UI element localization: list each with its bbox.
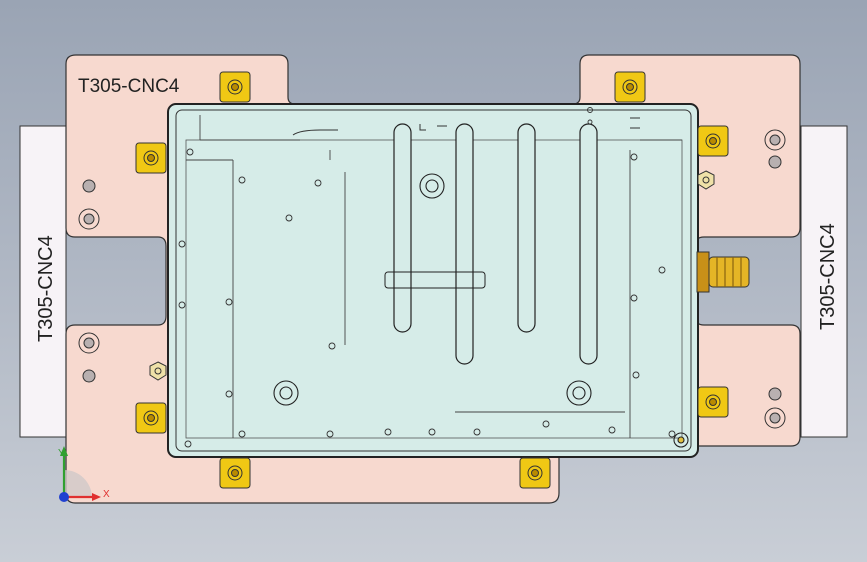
slot-crossbar xyxy=(384,271,486,289)
clamp xyxy=(135,402,167,434)
clamp xyxy=(219,71,251,103)
hole xyxy=(769,412,781,424)
clamps xyxy=(135,71,729,489)
boss xyxy=(273,380,299,406)
slot xyxy=(455,123,474,365)
hex-nut xyxy=(697,170,715,190)
left-side-bar xyxy=(19,125,67,438)
hole xyxy=(764,407,786,429)
clamp xyxy=(219,457,251,489)
hole xyxy=(78,332,100,354)
x-axis-label: X xyxy=(103,489,110,500)
engraving-left: T305-CNC4 xyxy=(35,235,57,342)
clamp xyxy=(135,142,167,174)
engraving-top: T305-CNC4 xyxy=(78,76,180,97)
hex-nut xyxy=(149,361,167,381)
slot xyxy=(579,123,598,365)
slot xyxy=(393,123,412,333)
clamp xyxy=(697,386,729,418)
workpiece-outer xyxy=(167,103,699,458)
boss xyxy=(566,380,592,406)
hole xyxy=(83,337,95,349)
y-axis-label: Y xyxy=(58,448,65,459)
hole xyxy=(83,213,95,225)
right-side-bar xyxy=(800,125,848,438)
z-axis xyxy=(59,492,69,502)
slot xyxy=(517,123,536,333)
clamp xyxy=(614,71,646,103)
workpiece-floor xyxy=(185,139,683,439)
hole xyxy=(764,129,786,151)
hole xyxy=(769,134,781,146)
clamp xyxy=(519,457,551,489)
hole xyxy=(82,369,96,383)
engraving-right: T305-CNC4 xyxy=(817,223,839,330)
plate-holes xyxy=(78,129,786,429)
clamp xyxy=(697,125,729,157)
hex-nuts xyxy=(149,170,715,381)
hole xyxy=(82,179,96,193)
coordinate-triad: X Y xyxy=(58,446,110,502)
brass-fitting xyxy=(696,251,750,293)
hole xyxy=(768,155,782,169)
workpiece xyxy=(167,103,699,458)
workpiece-inner xyxy=(175,109,692,452)
hole xyxy=(768,387,782,401)
boss xyxy=(673,432,689,448)
hole xyxy=(78,208,100,230)
boss xyxy=(419,173,445,199)
